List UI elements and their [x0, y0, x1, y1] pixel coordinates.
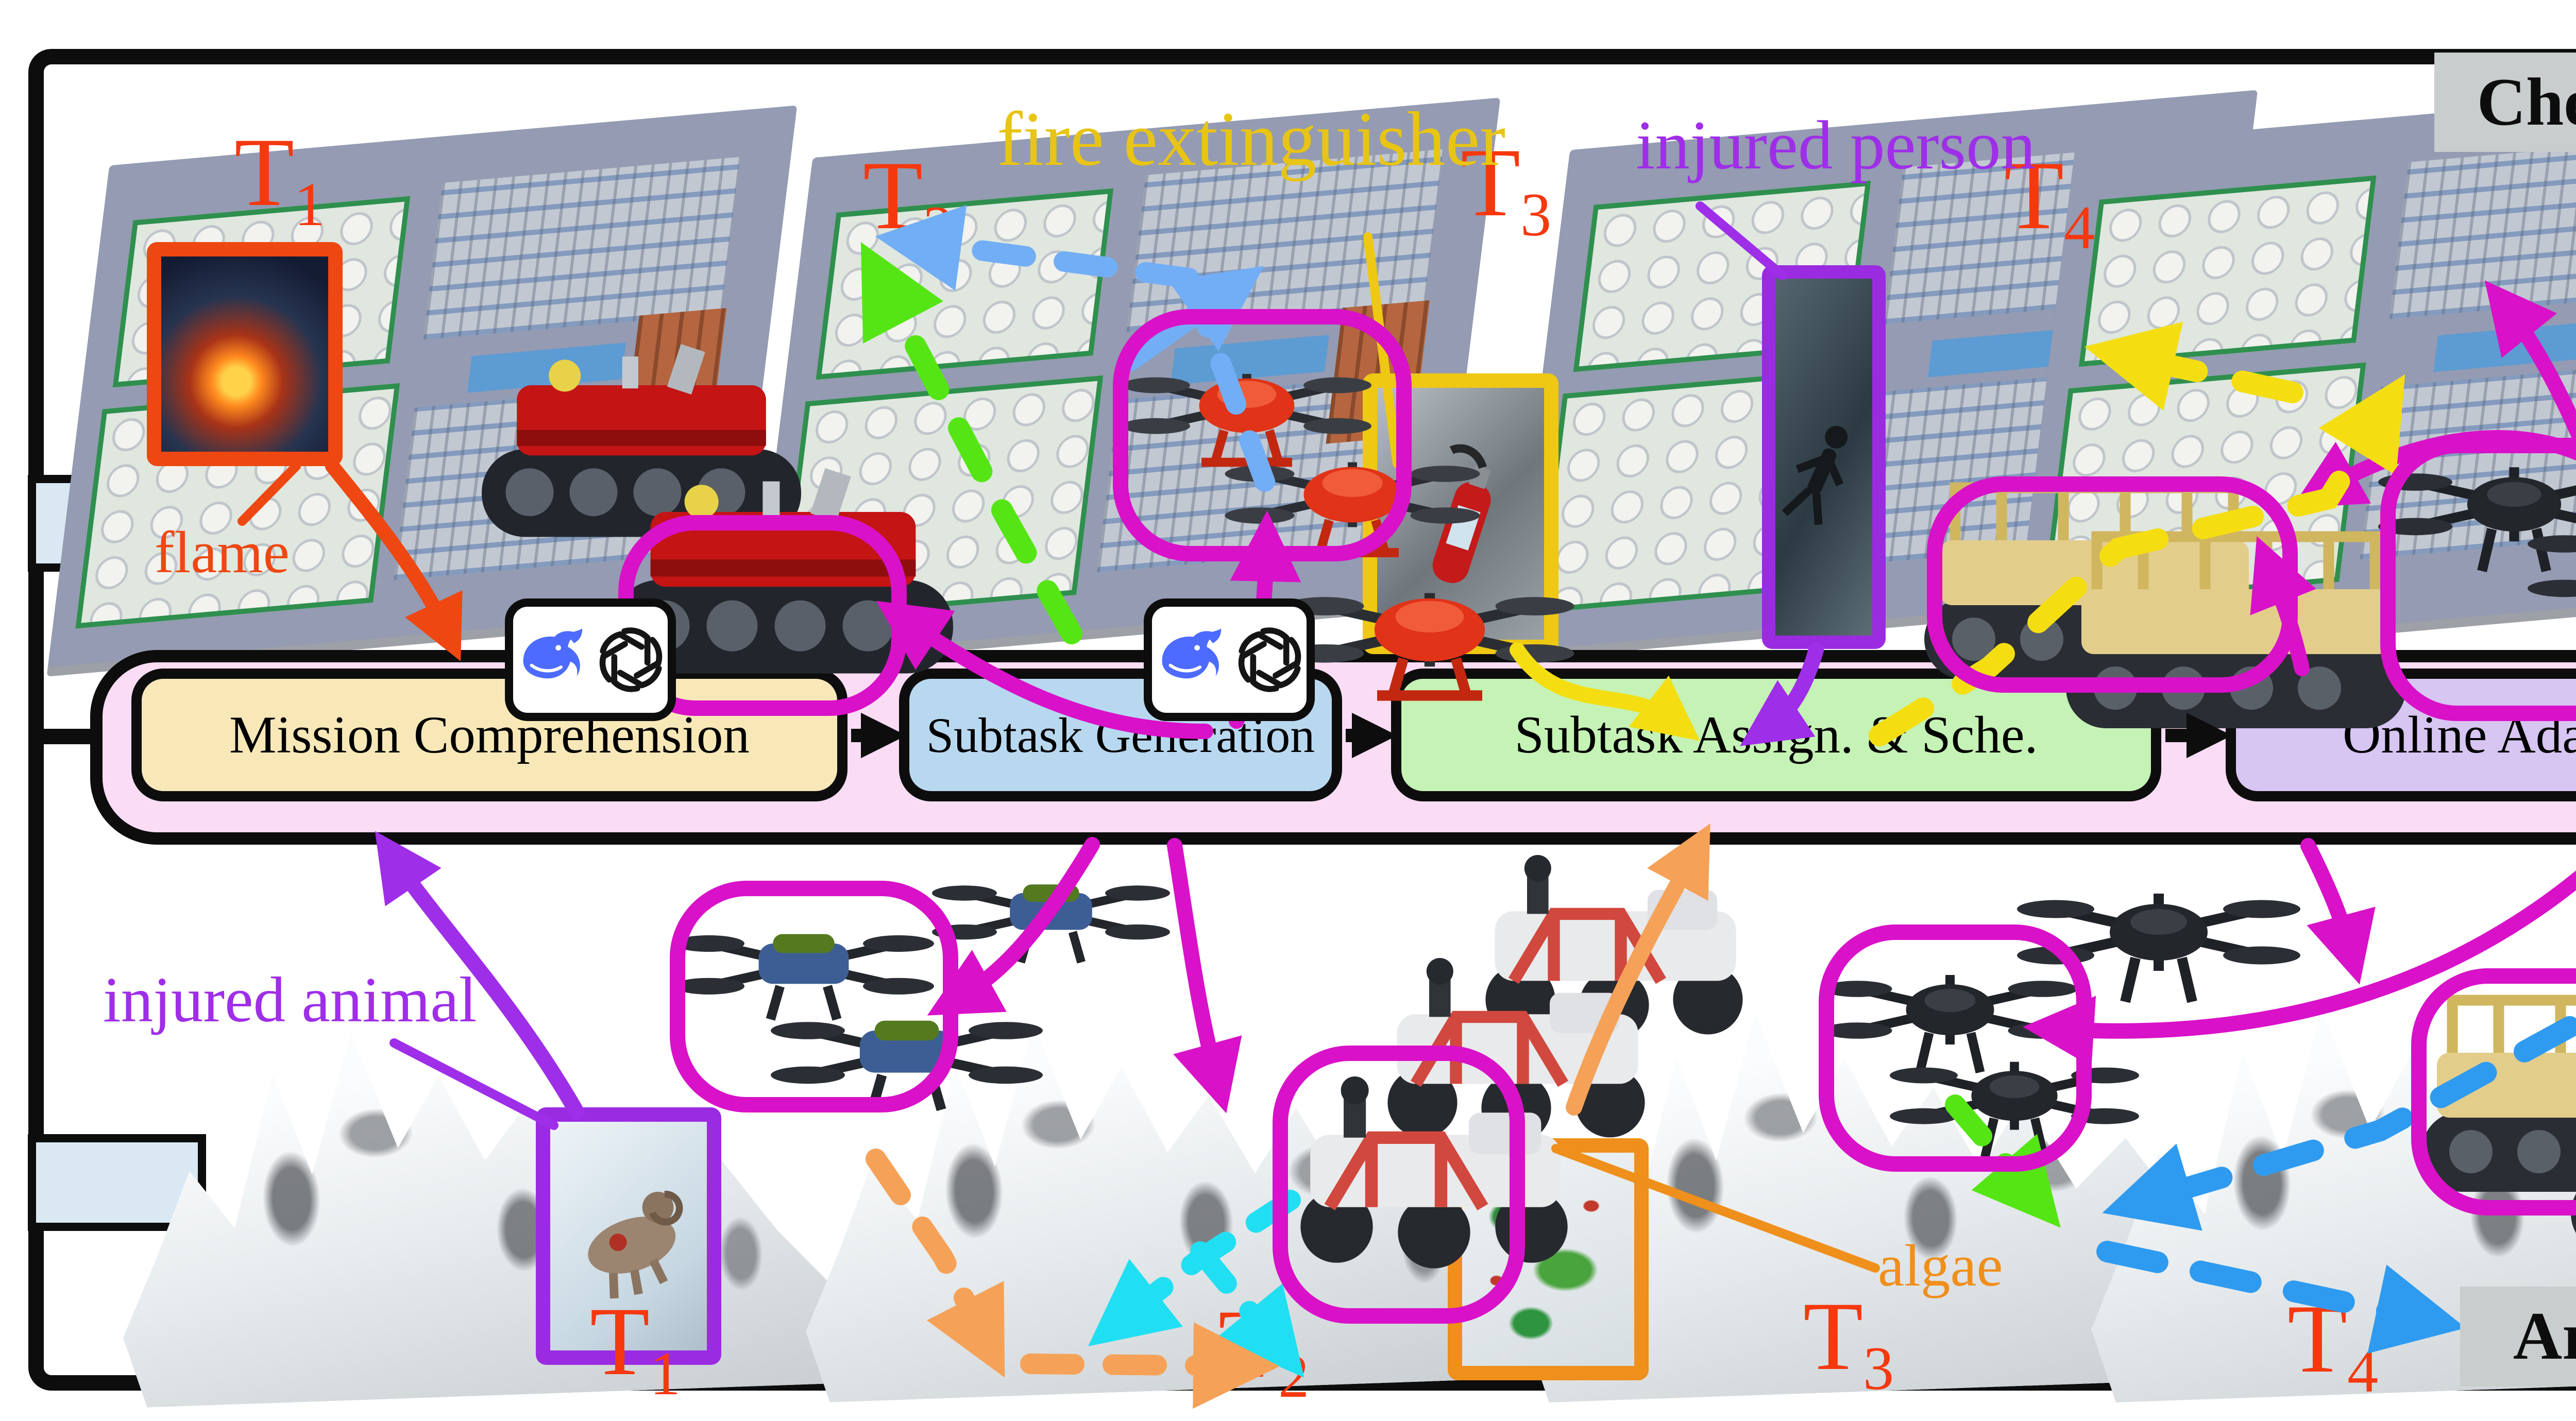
- team-ring-dark-drones-bottom: [1819, 924, 2092, 1172]
- chemical-plant-tag: Chemical Plant: [2434, 53, 2576, 152]
- orange-route-b: [1020, 1322, 1280, 1409]
- injured-person-label: injured person: [1636, 107, 2036, 184]
- team-ring-dark-drones-top: [2380, 438, 2576, 721]
- llm-badge-1: [505, 598, 676, 721]
- yellow-route-t4-b: [2084, 321, 2303, 411]
- injured-person-icon: [1782, 425, 1848, 525]
- cyan-route-b: [1190, 1241, 1304, 1378]
- annotation-pointer-lines: [238, 201, 1880, 1273]
- task-label-top-t4: T4: [2004, 142, 2095, 262]
- flame-label: flame: [155, 520, 290, 585]
- deepseek-icon: [523, 628, 583, 679]
- algae-to-pipeline-arrow: [1566, 823, 1710, 1116]
- blue-route-t2-b: [875, 204, 1199, 291]
- injured-animal-inset-image: [536, 1107, 721, 1365]
- injured-person-to-pipeline-arrow: [1740, 642, 1824, 746]
- green-route-bottom: [1945, 1094, 2061, 1228]
- openai-icon: [599, 627, 663, 692]
- task-label-bottom-t3: T3: [1803, 1282, 1894, 1402]
- deepseek-icon: [1162, 628, 1222, 679]
- cyan-route-a: [1088, 1190, 1301, 1347]
- arctic-region-tag: Arctic Region: [2460, 1287, 2576, 1386]
- route-arrows-bottom: [866, 1011, 2576, 1409]
- injured-animal-to-pipeline-arrow: [375, 831, 585, 1120]
- detection-arrows: [325, 459, 1824, 1120]
- injured-animal-label: injured animal: [103, 965, 477, 1036]
- route-arrows-top: [860, 204, 2405, 746]
- team-ring-rovers: [1273, 1046, 1525, 1324]
- blue-route-bottom-a: [2102, 1011, 2576, 1231]
- injured-animal-icon: [588, 1190, 683, 1299]
- timeline-bottom-left-stub: [28, 1134, 206, 1231]
- task-label-bottom-t1: T1: [590, 1288, 681, 1408]
- team-ring-carriers-bottom: [2411, 968, 2576, 1215]
- yellow-route-t4-a: [1869, 374, 2405, 746]
- orange-route-a: [866, 1149, 1005, 1378]
- team-ring-blue-drones: [670, 881, 958, 1112]
- injured-person-inset-image: [1762, 265, 1886, 649]
- team-ring-carriers-top: [1927, 476, 2298, 693]
- extinguisher-to-pipeline-arrow: [1510, 642, 1700, 741]
- blue-route-bottom-b: [2096, 1241, 2466, 1354]
- openai-icon: [1238, 627, 1301, 692]
- flame-inset-image: [147, 242, 343, 466]
- llm-badge-2: [1144, 598, 1315, 721]
- team-ring-red-drones: [1113, 309, 1412, 561]
- flame-to-pipeline-arrow: [325, 459, 463, 661]
- fire-extinguisher-label: fire extinguisher: [997, 96, 1506, 182]
- task-label-top-t1: T1: [234, 118, 326, 238]
- task-label-top-t3: T3: [1461, 129, 1552, 249]
- green-route-t2: [860, 242, 1082, 644]
- algae-label: algae: [1878, 1233, 2003, 1298]
